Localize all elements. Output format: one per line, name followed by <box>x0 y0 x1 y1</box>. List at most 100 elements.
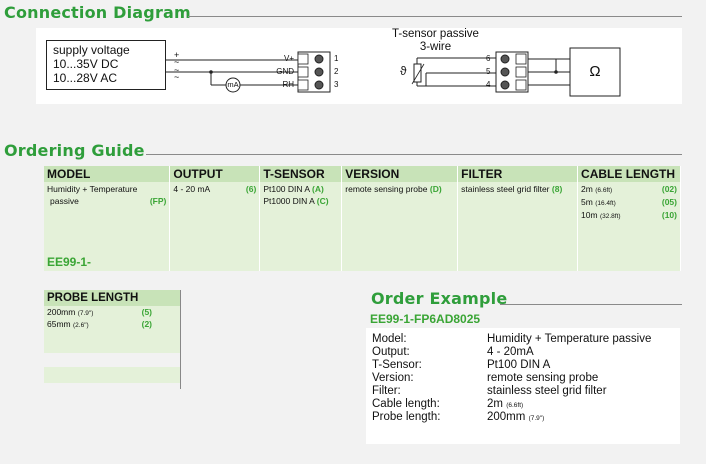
probe-code: (2) <box>141 319 152 329</box>
version-text: remote sensing probe <box>345 184 428 194</box>
wiring-svg <box>166 47 621 97</box>
example-label: Output: <box>372 346 410 358</box>
table-row <box>44 353 181 367</box>
model-text: Humidity + Temperature <box>47 184 138 194</box>
filter-code: (8) <box>551 184 563 194</box>
tsensor-text: Pt100 DIN A <box>263 184 310 194</box>
col-header: VERSION <box>341 166 459 182</box>
tsensor-code: (C) <box>316 196 329 206</box>
title-rule <box>146 154 682 155</box>
example-label: T-Sensor: <box>372 359 422 371</box>
col-header: CABLE LENGTH <box>577 166 681 182</box>
table-header-row: MODEL OUTPUT T-SENSOR VERSION FILTER CAB… <box>44 166 681 182</box>
temperature-symbol-icon: ϑ <box>400 64 407 78</box>
probe-length-header: PROBE LENGTH <box>44 290 181 306</box>
cable-text: 10m <box>581 210 598 220</box>
tilde-sign: ~ <box>174 57 180 67</box>
pin-number: 6 <box>486 54 491 63</box>
ordering-guide-table: MODEL OUTPUT T-SENSOR VERSION FILTER CAB… <box>44 166 681 271</box>
output-cell: 4 - 20 mA (6) <box>169 182 261 238</box>
example-value-text: 200mm <box>487 411 526 423</box>
cable-sub: (6.6ft) <box>595 187 613 194</box>
example-label: Filter: <box>372 385 401 397</box>
order-example-box <box>366 328 680 444</box>
output-text: 4 - 20 mA <box>173 184 211 194</box>
cable-sub: (16.4ft) <box>595 200 616 207</box>
title-rule <box>500 304 682 305</box>
ordering-guide-title: Ordering Guide <box>4 141 145 160</box>
table-row: Humidity + Temperature passive (FP) 4 - 2… <box>44 182 681 238</box>
cable-text: 5m <box>581 197 593 207</box>
probe-length-border <box>180 290 181 389</box>
table-row <box>44 238 681 252</box>
connection-diagram-title: Connection Diagram <box>4 3 191 22</box>
example-value: 200mm (7.9") <box>487 411 544 423</box>
supply-voltage-box: supply voltage 10...35V DC 10...28V AC <box>46 40 166 90</box>
cable-code: (05) <box>661 197 677 207</box>
ammeter-label: mA <box>227 80 239 89</box>
example-value-sub: (7.9") <box>528 415 545 422</box>
pin-number: 5 <box>486 67 491 76</box>
model-code: (FP) <box>149 196 167 206</box>
col-header: MODEL <box>44 166 171 182</box>
output-code: (6) <box>245 184 257 194</box>
pin-number: 1 <box>334 54 339 63</box>
example-value: Pt100 DIN A <box>487 359 551 371</box>
example-value-text: 2m <box>487 398 503 410</box>
tsensor-code: (A) <box>312 184 324 194</box>
filter-cell: stainless steel grid filter (8) <box>457 182 579 238</box>
example-label: Cable length: <box>372 398 440 410</box>
probe-code: (5) <box>141 307 152 317</box>
example-value-sub: (6.6ft) <box>506 402 524 409</box>
version-code: (D) <box>429 184 442 194</box>
order-example-code: EE99-1-FP6AD8025 <box>370 312 481 326</box>
example-value: Humidity + Temperature passive <box>487 333 652 345</box>
terminal-label: GND <box>276 67 294 76</box>
col-header: T-SENSOR <box>259 166 343 182</box>
ohm-meter-box <box>569 47 621 97</box>
order-example-title: Order Example <box>371 289 508 308</box>
pin-number: 4 <box>486 80 491 89</box>
pin-number: 3 <box>334 80 339 89</box>
example-label: Version: <box>372 372 414 384</box>
version-cell: remote sensing probe (D) <box>341 182 459 238</box>
example-label: Model: <box>372 333 407 345</box>
model-text: passive <box>50 196 79 206</box>
terminal-label: V+ <box>283 54 294 63</box>
cable-sub: (32.8ft) <box>599 213 621 220</box>
tilde-sign: ~ <box>174 65 180 75</box>
example-label: Probe length: <box>372 411 441 423</box>
filter-text: stainless steel grid filter <box>461 184 550 194</box>
col-header: OUTPUT <box>169 166 261 182</box>
tsensor-label-line: 3-wire <box>419 41 452 53</box>
supply-line: supply voltage <box>53 43 130 57</box>
cable-cell: 2m (6.6ft)(02) 5m (16.4ft)(05) 10m (32.8… <box>577 182 681 238</box>
title-rule <box>188 16 682 17</box>
tsensor-label: T-sensor passive 3-wire <box>392 28 479 54</box>
ohm-icon: Ω <box>589 63 601 80</box>
plus-sign: + <box>174 50 180 60</box>
table-row <box>44 367 181 383</box>
col-header: FILTER <box>457 166 579 182</box>
result-row: EE99-1- <box>44 252 681 271</box>
probe-sub: (2.6") <box>73 322 89 329</box>
result-code: EE99-1- <box>47 255 92 269</box>
tsensor-cell: Pt100 DIN A (A) Pt1000 DIN A (C) <box>259 182 343 238</box>
probe-text: 200mm <box>47 307 76 317</box>
table-row: 200mm (7.9") (5) 65mm (2.6") (2) <box>44 306 181 353</box>
supply-line: 10...28V AC <box>53 71 118 85</box>
tsensor-label-line: T-sensor passive <box>392 28 479 40</box>
connection-diagram-panel: supply voltage 10...35V DC 10...28V AC <box>36 28 682 104</box>
probe-text: 65mm <box>47 319 71 329</box>
cable-code: (10) <box>661 210 677 220</box>
cable-text: 2m <box>581 184 593 194</box>
example-value: stainless steel grid filter <box>487 385 607 397</box>
example-value: remote sensing probe <box>487 372 599 384</box>
example-value: 4 - 20mA <box>487 346 534 358</box>
probe-sub: (7.9") <box>77 310 94 317</box>
example-value: 2m (6.6ft) <box>487 398 523 410</box>
model-cell: Humidity + Temperature passive (FP) <box>44 182 171 238</box>
probe-length-table: PROBE LENGTH 200mm (7.9") (5) 65mm (2.6")… <box>44 290 181 383</box>
tsensor-text: Pt1000 DIN A <box>263 196 315 206</box>
supply-line: 10...35V DC <box>53 57 119 71</box>
